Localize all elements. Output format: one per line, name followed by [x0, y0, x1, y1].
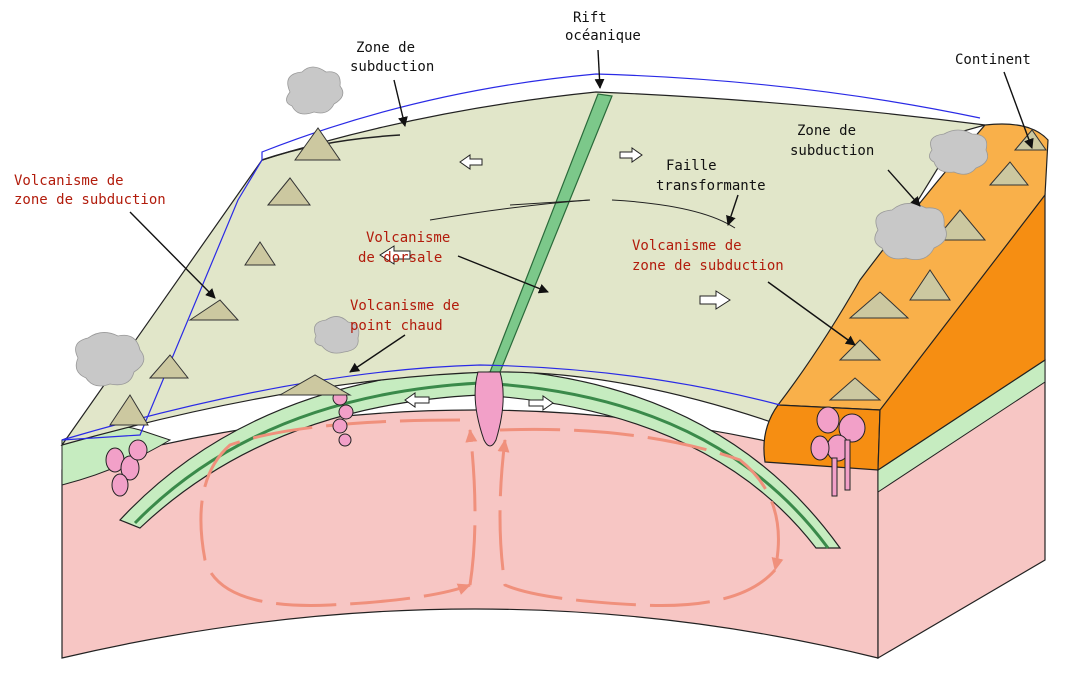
label-rift: Rift océanique [565, 10, 641, 44]
label-subduction-top: Zone de subduction [350, 40, 434, 75]
leader-rift [598, 50, 600, 88]
label-continent: Continent [955, 52, 1031, 68]
label-volc-subduction-left: Volcanisme de zone de subduction [14, 173, 166, 208]
leader-subduction-top [394, 80, 405, 126]
smoke-plume-icon [286, 67, 342, 114]
